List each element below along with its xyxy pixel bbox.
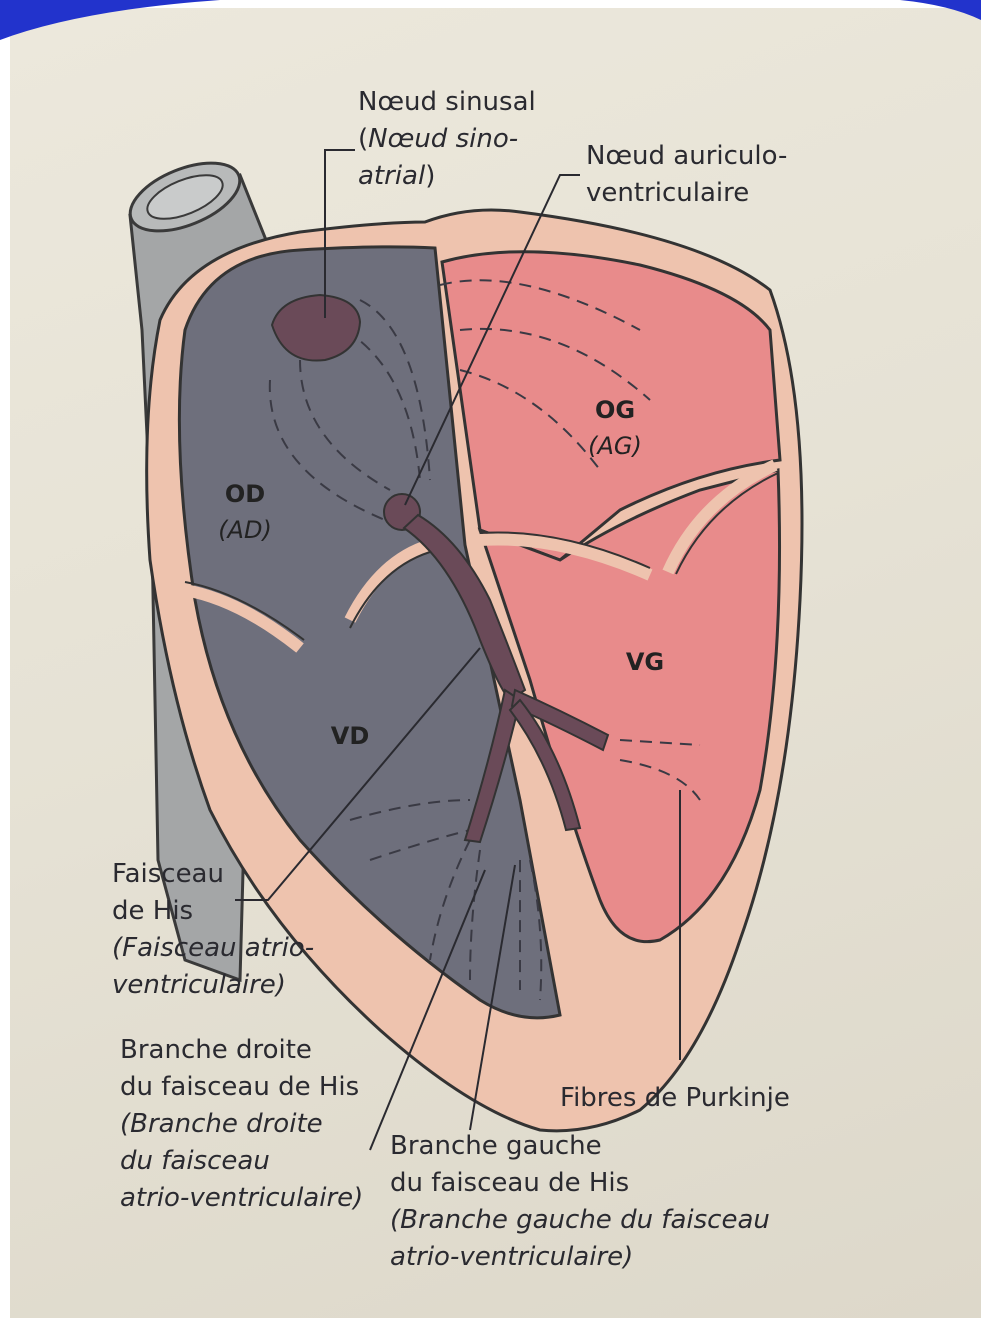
label-right-branch-line2: du faisceau de His [120,1069,363,1106]
label-sinus-node-alt-line1: (Nœud sino- [358,121,536,158]
label-right-branch-alt1: (Branche droite [120,1106,363,1143]
label-right-branch-alt2: du faisceau [120,1143,363,1180]
region-right-atrium: OD (AD) [200,476,290,548]
label-left-branch-alt2: atrio-ventriculaire) [390,1239,770,1276]
region-right-ventricle: VD [305,718,395,754]
label-left-branch: Branche gauche du faisceau de His (Branc… [390,1128,770,1276]
label-sinus-node-alt-suffix: ) [425,161,435,191]
label-his-bundle-alt1: (Faisceau atrio- [112,930,314,967]
label-left-branch-alt1: (Branche gauche du faisceau [390,1202,770,1239]
label-his-bundle-alt2: ventriculaire) [112,967,314,1004]
label-sinus-node-alt-line2: atrial) [358,158,536,195]
label-av-node: Nœud auriculo- ventriculaire [586,138,787,212]
label-purkinje-text: Fibres de Purkinje [560,1083,790,1113]
label-sinus-node-alt: Nœud sino- [368,124,518,154]
label-right-branch-alt3: atrio-ventriculaire) [120,1180,363,1217]
label-his-bundle-line1: Faisceau [112,856,314,893]
label-left-branch-line2: du faisceau de His [390,1165,770,1202]
region-right-atrium-alt: (AD) [200,512,290,548]
label-left-branch-line1: Branche gauche [390,1128,770,1165]
region-left-ventricle-abbr: VG [626,648,664,676]
region-right-ventricle-abbr: VD [331,722,370,750]
region-left-atrium-abbr: OG [570,392,660,428]
label-av-node-line1: Nœud auriculo- [586,138,787,175]
label-sinus-node: Nœud sinusal (Nœud sino- atrial) [358,84,536,195]
corner-arc [0,0,220,40]
region-left-atrium: OG (AG) [570,392,660,464]
label-right-branch: Branche droite du faisceau de His (Branc… [120,1032,363,1217]
region-left-ventricle: VG [600,644,690,680]
label-right-branch-line1: Branche droite [120,1032,363,1069]
label-av-node-line2: ventriculaire [586,175,787,212]
label-purkinje: Fibres de Purkinje [560,1080,790,1117]
region-right-atrium-abbr: OD [200,476,290,512]
label-sinus-node-name: Nœud sinusal [358,84,536,121]
label-his-bundle-line2: de His [112,893,314,930]
corner-arc-right [900,0,981,20]
label-sinus-node-alt2: atrial [358,161,425,191]
label-sinus-node-alt-prefix: ( [358,124,368,154]
label-his-bundle: Faisceau de His (Faisceau atrio- ventric… [112,856,314,1004]
region-left-atrium-alt: (AG) [570,428,660,464]
